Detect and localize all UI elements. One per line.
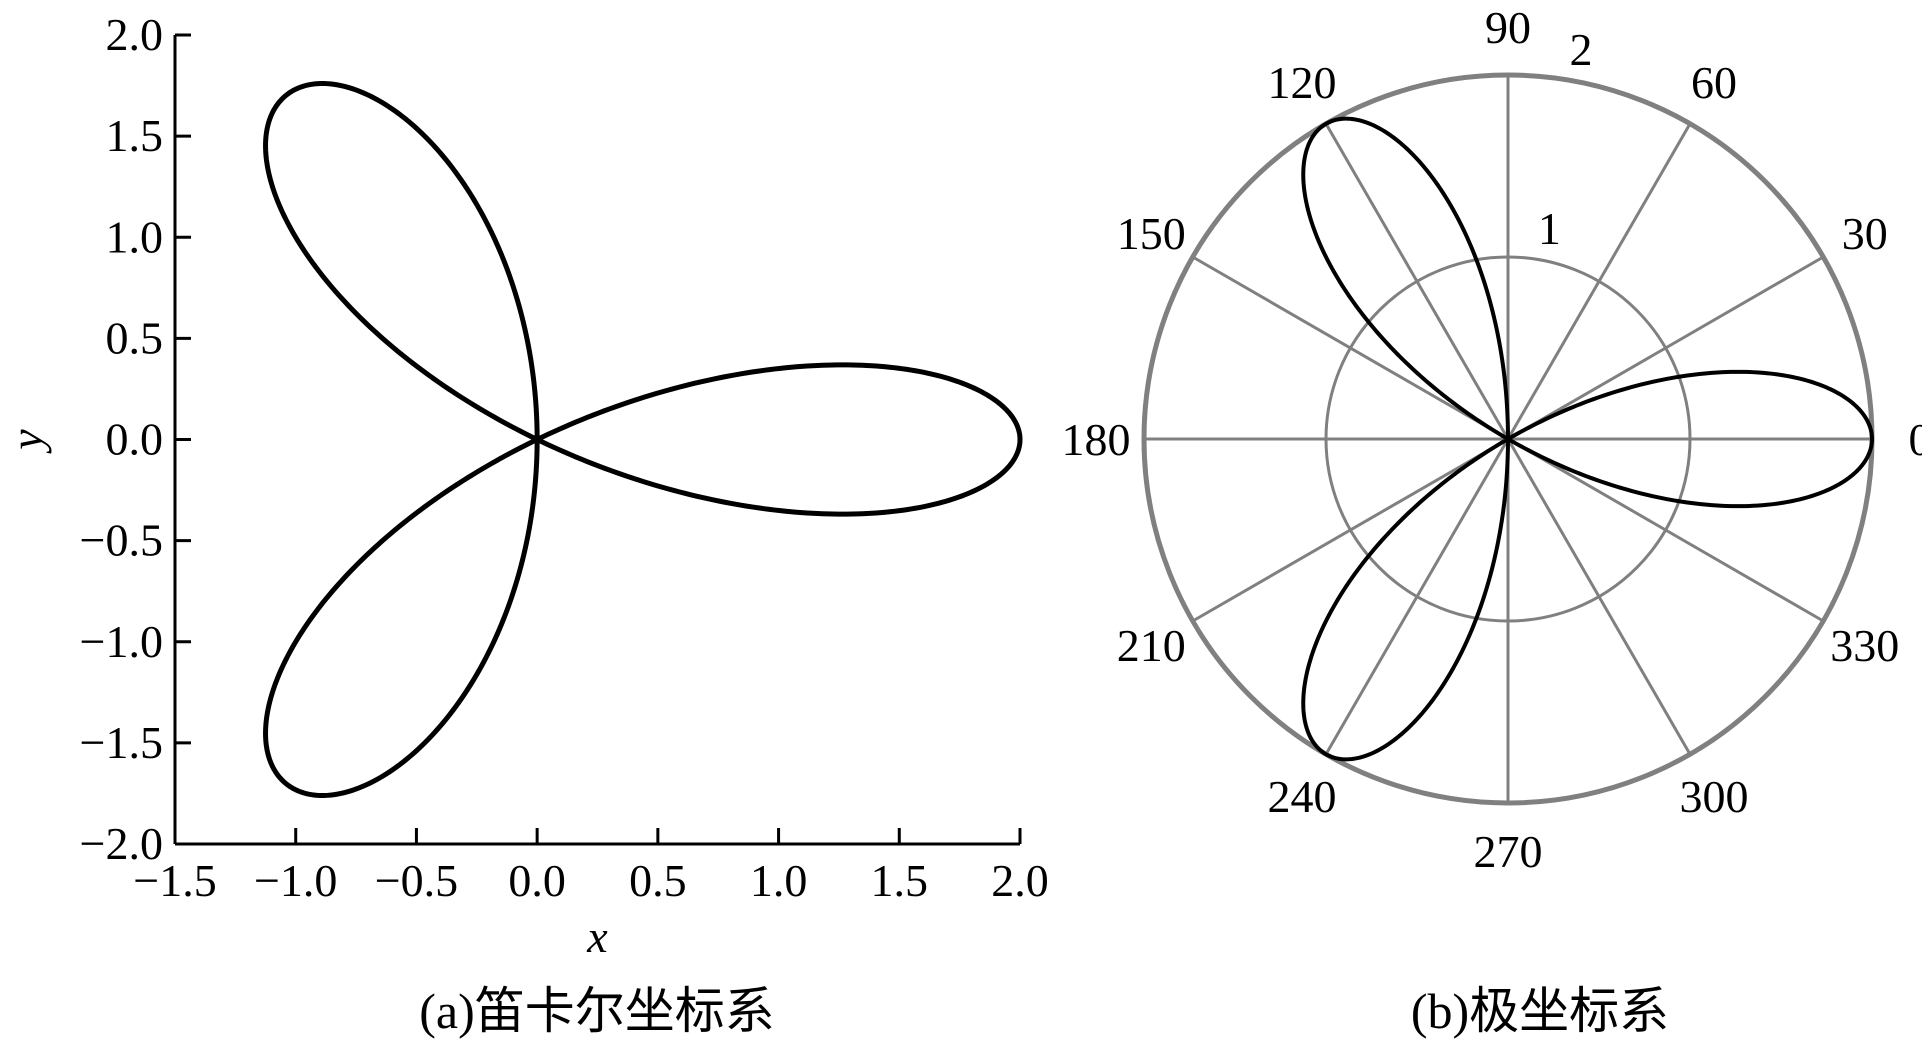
polar-spoke xyxy=(1326,439,1508,754)
caption-polar: (b)极坐标系 xyxy=(1411,983,1669,1039)
y-axis-label: y xyxy=(1,429,52,454)
polar-spoke xyxy=(1508,439,1690,754)
y-tick-label: 1.0 xyxy=(106,211,164,262)
x-tick-label: 0.5 xyxy=(629,855,687,906)
angle-tick-label: 300 xyxy=(1680,771,1749,822)
polar-spoke xyxy=(1508,124,1690,439)
polar-spoke xyxy=(1326,124,1508,439)
x-tick-label: 1.0 xyxy=(750,855,808,906)
cartesian-panel: −2.0−1.5−1.0−0.50.00.51.01.52.0−1.5−1.0−… xyxy=(1,9,1049,962)
y-tick-label: 0.5 xyxy=(106,312,164,363)
angle-tick-label: 270 xyxy=(1474,826,1543,877)
polar-spoke xyxy=(1508,257,1823,439)
y-tick-label: −0.5 xyxy=(80,515,163,566)
x-tick-label: −0.5 xyxy=(375,855,458,906)
radial-tick-label: 2 xyxy=(1570,24,1593,75)
x-tick-label: −1.5 xyxy=(133,855,216,906)
angle-tick-label: 120 xyxy=(1268,57,1337,108)
angle-tick-label: 0 xyxy=(1909,414,1922,465)
angle-tick-label: 240 xyxy=(1268,771,1337,822)
y-tick-label: −1.5 xyxy=(80,717,163,768)
y-tick-label: 1.5 xyxy=(106,110,164,161)
y-tick-label: 2.0 xyxy=(106,9,164,60)
polar-spoke xyxy=(1508,439,1823,621)
y-tick-label: 0.0 xyxy=(106,414,164,465)
polar-panel: 0 30 60 90 120 150 180 210 240 270 300 330 1 2 xyxy=(1062,2,1922,877)
polar-spoke xyxy=(1193,257,1508,439)
y-tick-label: −1.0 xyxy=(80,616,163,667)
angle-tick-label: 330 xyxy=(1830,620,1899,671)
angle-tick-label: 90 xyxy=(1485,2,1531,53)
angle-tick-label: 60 xyxy=(1691,57,1737,108)
polar-spoke xyxy=(1193,439,1508,621)
caption-cartesian: (a)笛卡尔坐标系 xyxy=(419,983,775,1039)
radial-tick-label: 1 xyxy=(1538,203,1561,254)
x-tick-label: 1.5 xyxy=(871,855,929,906)
angle-tick-label: 150 xyxy=(1117,208,1186,259)
angle-tick-label: 210 xyxy=(1117,620,1186,671)
rose-curve-cartesian xyxy=(266,84,1020,796)
x-axis-label: x xyxy=(586,911,608,962)
angle-tick-label: 30 xyxy=(1842,208,1888,259)
x-tick-label: −1.0 xyxy=(254,855,337,906)
angle-tick-label: 180 xyxy=(1062,414,1131,465)
x-tick-label: 2.0 xyxy=(991,855,1049,906)
x-tick-label: 0.0 xyxy=(508,855,566,906)
